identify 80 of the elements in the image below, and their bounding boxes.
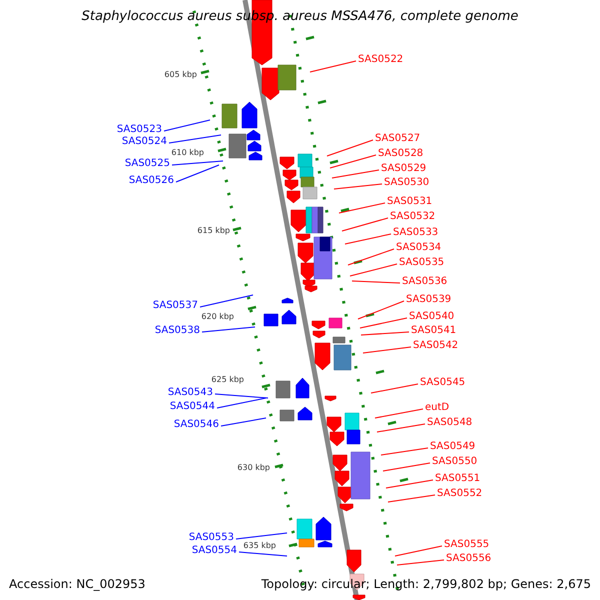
gene-label: SAS0541 bbox=[411, 325, 456, 337]
leader-line bbox=[200, 294, 254, 308]
leader-line bbox=[386, 480, 434, 488]
gene-label: SAS0554 bbox=[192, 545, 237, 557]
leader-line bbox=[370, 384, 418, 394]
gene-label: SAS0529 bbox=[381, 163, 426, 175]
position-label: 610 kbp bbox=[171, 149, 204, 157]
gene-label: SAS0542 bbox=[413, 340, 458, 352]
position-label: 605 kbp bbox=[164, 71, 197, 79]
leader-line bbox=[214, 394, 268, 398]
leader-line bbox=[350, 264, 398, 276]
leader-line bbox=[338, 202, 386, 214]
gene-label: SAS0538 bbox=[154, 325, 200, 337]
gene-label: SAS0528 bbox=[378, 148, 424, 160]
leader-line bbox=[330, 154, 376, 168]
gene-label: SAS0522 bbox=[358, 54, 404, 66]
gene-label: SAS0535 bbox=[399, 257, 444, 269]
leader-line bbox=[342, 218, 388, 232]
accession-text: Accession: NC_002953 bbox=[9, 577, 146, 592]
gene-label: SAS0550 bbox=[432, 456, 478, 468]
gene-label: SAS0523 bbox=[116, 124, 162, 136]
leader-line bbox=[348, 248, 394, 266]
gene-label: SAS0552 bbox=[437, 488, 482, 500]
gene-label: SAS0544 bbox=[170, 401, 215, 413]
leader-line bbox=[238, 552, 288, 556]
leader-line bbox=[220, 418, 266, 426]
gene-label: SAS0551 bbox=[435, 473, 480, 485]
leader-line bbox=[236, 532, 288, 540]
leader-line bbox=[334, 184, 382, 190]
gene-label: SAS0553 bbox=[188, 532, 234, 544]
leader-line bbox=[164, 120, 210, 132]
leader-line bbox=[362, 346, 412, 354]
position-label: 620 kbp bbox=[201, 313, 234, 321]
gene-label: SAS0549 bbox=[430, 441, 476, 453]
gene-label: SAS0536 bbox=[402, 276, 448, 288]
gene-label: SAS0540 bbox=[409, 311, 454, 323]
gene-label: SAS0526 bbox=[128, 175, 174, 187]
position-label: 630 kbp bbox=[237, 464, 270, 472]
gene-label: SAS0533 bbox=[393, 227, 438, 239]
gene-label: SAS0555 bbox=[444, 539, 490, 551]
leader-line bbox=[382, 462, 430, 472]
leader-line bbox=[380, 448, 428, 456]
leader-line bbox=[168, 134, 222, 144]
gene-label: SAS0546 bbox=[174, 419, 219, 431]
leader-line bbox=[360, 318, 408, 328]
leader-line bbox=[394, 546, 442, 556]
position-label: 625 kbp bbox=[211, 376, 244, 384]
leader-line bbox=[352, 280, 400, 284]
gene-label: SAS0530 bbox=[384, 177, 430, 189]
gene-label: eutD bbox=[425, 402, 450, 414]
leader-line bbox=[360, 332, 410, 336]
genome-info-text: Topology: circular; Length: 2,799,802 bp; Genes: 2,675 bbox=[261, 577, 591, 592]
gene-label: SAS0545 bbox=[420, 377, 466, 389]
leader-line bbox=[388, 494, 436, 502]
gene-label: SAS0531 bbox=[387, 196, 432, 208]
gene-label: SAS0539 bbox=[406, 294, 452, 306]
leader-line bbox=[216, 398, 266, 408]
position-label: 615 kbp bbox=[197, 227, 230, 235]
leader-line bbox=[358, 300, 404, 320]
leader-line bbox=[344, 234, 392, 244]
leader-line bbox=[376, 424, 426, 432]
leader-line bbox=[176, 164, 220, 182]
gene-label: SAS0525 bbox=[124, 158, 170, 170]
leader-line bbox=[396, 560, 444, 566]
gene-label: SAS0543 bbox=[168, 387, 213, 399]
title: Staphylococcus aureus subsp. aureus MSSA476, complete genome bbox=[80, 9, 520, 25]
gene-label: SAS0534 bbox=[396, 242, 442, 254]
leader-line bbox=[332, 170, 380, 178]
gene-label: SAS0524 bbox=[122, 136, 167, 148]
position-label: 635 kbp bbox=[243, 542, 276, 550]
leader-line bbox=[326, 140, 374, 156]
gene-label: SAS0548 bbox=[427, 417, 472, 429]
gene-label: SAS0537 bbox=[152, 300, 198, 312]
gene-label: SAS0556 bbox=[446, 553, 492, 565]
leader-line bbox=[374, 408, 424, 418]
gene-label: SAS0532 bbox=[390, 211, 436, 223]
leader-line bbox=[172, 160, 224, 166]
gene-label: SAS0527 bbox=[375, 133, 420, 145]
leader-line bbox=[310, 60, 356, 72]
leader-line bbox=[202, 326, 256, 332]
